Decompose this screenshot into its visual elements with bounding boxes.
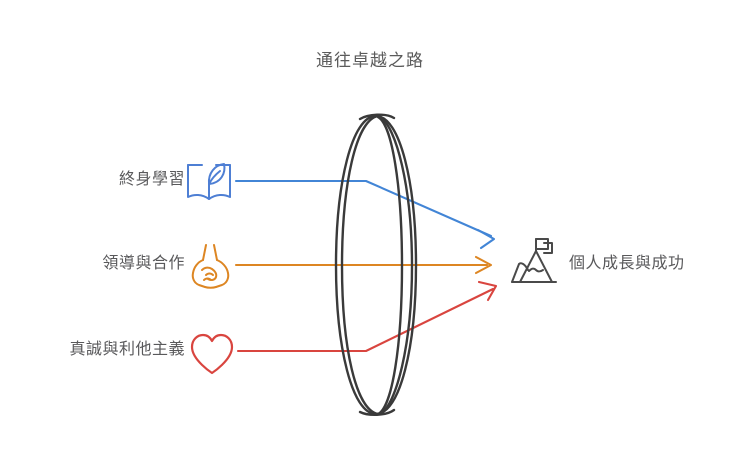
connector-integrity-altruism <box>236 280 498 353</box>
node-label-leadership-collaboration: 領導與合作 <box>102 255 185 272</box>
node-label-integrity-altruism: 真誠與利他主義 <box>69 341 185 358</box>
mountain-flag-icon <box>508 235 560 287</box>
handshake-icon <box>186 242 236 292</box>
page-title: 通往卓越之路 <box>316 51 424 70</box>
node-label-lifelong-learning: 終身學習 <box>118 171 185 188</box>
convex-lens-shape <box>334 113 418 416</box>
node-label-personal-growth-success: 個人成長與成功 <box>569 255 685 272</box>
connector-lifelong-learning <box>234 179 496 250</box>
book-leaf-icon <box>184 157 234 207</box>
heart-icon <box>187 330 237 380</box>
connector-leadership-collaboration <box>234 255 493 275</box>
